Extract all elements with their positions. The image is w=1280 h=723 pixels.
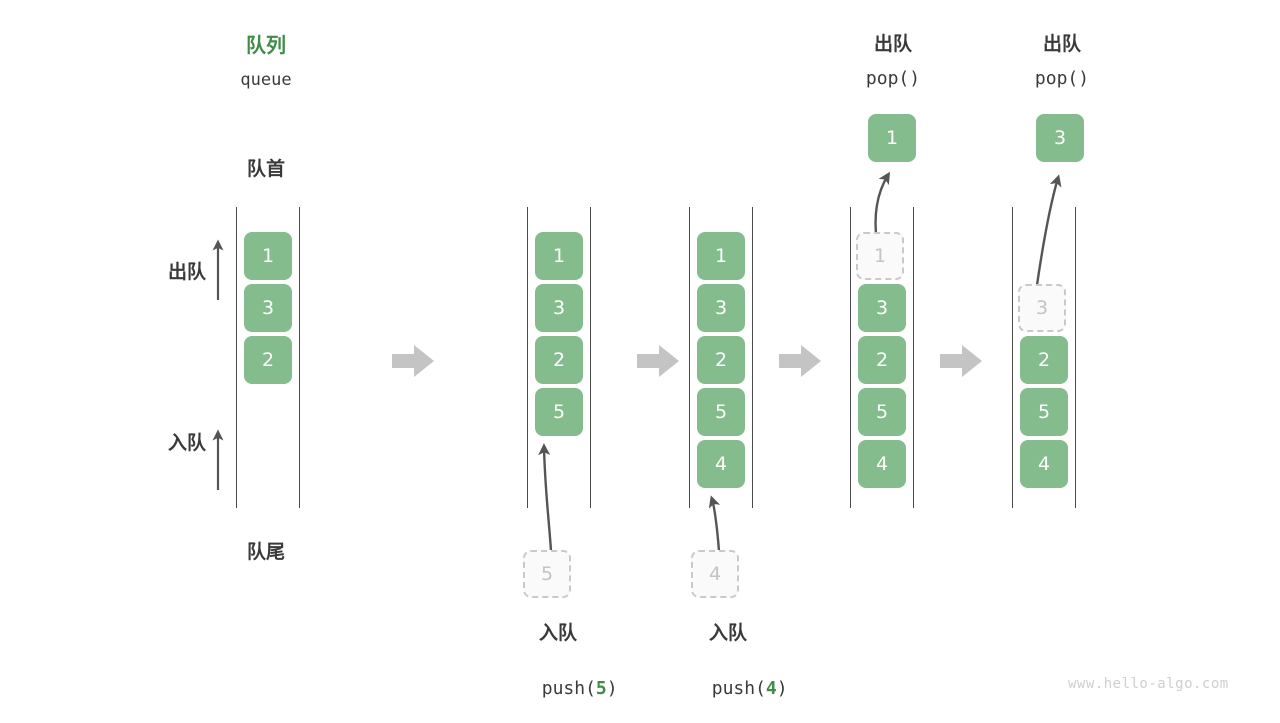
queue-cell: 3 [697,284,745,332]
step-initial-rail-left [236,207,237,508]
push-4-fn: push( [711,677,766,699]
queue-cell: 5 [535,388,583,436]
push-5-fn: push( [541,677,596,699]
step-initial-rail-right [299,207,300,508]
queue-front-label: 队首 [246,158,285,180]
step-push5-rail-left [527,207,528,508]
incoming-element: 4 [691,550,739,598]
queue-cell: 4 [1020,440,1068,488]
queue-cell-removed: 3 [1018,284,1066,332]
queue-cell: 2 [535,336,583,384]
page-subtitle: queue [240,70,292,90]
page-title: 队列 [246,33,286,57]
queue-cell: 1 [535,232,583,280]
incoming-element: 5 [523,550,571,598]
step-pop1-rail-left [850,207,851,508]
step-push5-rail-right [590,207,591,508]
queue-rear-label: 队尾 [246,541,285,563]
queue-cell: 5 [858,388,906,436]
push-5-paren: ) [606,677,618,699]
push-4-arg: 4 [765,677,777,699]
queue-cell-removed: 1 [856,232,904,280]
push-5-caption-cn: 入队 [538,622,577,644]
pop-3-header-code: pop() [1034,68,1090,89]
push-4-arrow [708,495,721,552]
queue-cell: 1 [697,232,745,280]
queue-cell: 3 [535,284,583,332]
push-5-arg: 5 [595,677,607,699]
pop-3-arrow [1034,174,1062,293]
queue-cell: 4 [858,440,906,488]
pop-1-header-cn: 出队 [873,33,912,55]
queue-cell: 2 [858,336,906,384]
push-5-arrow [538,443,553,552]
push-4-caption-cn: 入队 [708,622,747,644]
popped-element: 3 [1036,114,1084,162]
queue-cell: 2 [697,336,745,384]
queue-cell: 3 [244,284,292,332]
watermark: www.hello-algo.com [1068,676,1229,692]
pop-3-header-cn: 出队 [1042,33,1081,55]
push-4-paren: ) [776,677,788,699]
step-push4-rail-left [689,207,690,508]
step-pop3-rail-left [1012,207,1013,508]
queue-cell: 2 [1020,336,1068,384]
queue-cell: 5 [1020,388,1068,436]
queue-cell: 3 [858,284,906,332]
step-push4-rail-right [752,207,753,508]
queue-cell: 2 [244,336,292,384]
popped-element: 1 [868,114,916,162]
enqueue-label: 入队 [167,432,206,454]
dequeue-label: 出队 [167,261,206,283]
step-arrow [392,345,434,377]
step-arrow [637,345,679,377]
step-pop3-rail-right [1075,207,1076,508]
queue-cell: 1 [244,232,292,280]
step-arrow [940,345,982,377]
pop-1-header-code: pop() [865,68,921,89]
queue-cell: 5 [697,388,745,436]
step-pop1-rail-right [913,207,914,508]
push-5-caption-code: push(5) [498,655,618,723]
queue-cell: 4 [697,440,745,488]
push-4-caption-code: push(4) [668,655,788,723]
step-arrow [779,345,821,377]
